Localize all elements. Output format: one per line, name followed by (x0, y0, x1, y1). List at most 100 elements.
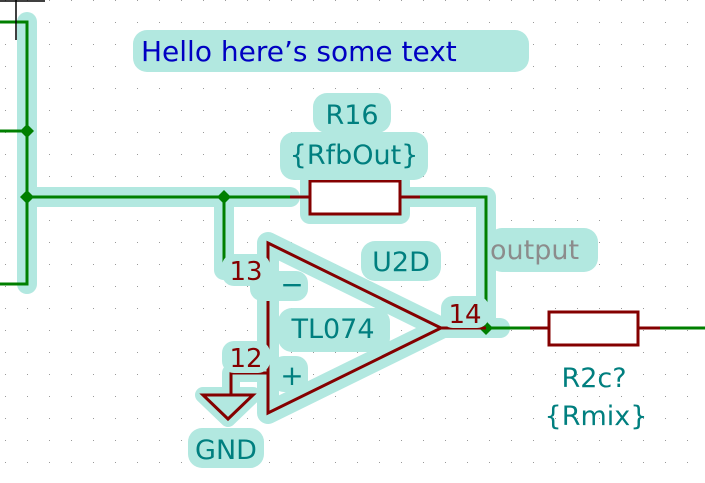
grid-dot (643, 462, 644, 463)
net-label-output[interactable]: output (490, 235, 579, 266)
r16-value[interactable]: {RfbOut} (290, 140, 419, 171)
grid-dot (115, 22, 116, 23)
grid-dot (621, 308, 622, 309)
grid-dot (401, 418, 402, 419)
grid-dot (687, 0, 688, 1)
grid-dot (203, 286, 204, 287)
grid-dot (137, 220, 138, 221)
r16-reference[interactable]: R16 (325, 100, 378, 131)
grid-dot (489, 374, 490, 375)
grid-dot (225, 0, 226, 1)
grid-dot (665, 220, 666, 221)
grid-dot (181, 286, 182, 287)
grid-dot (423, 286, 424, 287)
grid-dot (27, 374, 28, 375)
wire-left-bus[interactable] (0, 20, 29, 286)
grid-dot (269, 0, 270, 1)
grid-dot (225, 286, 226, 287)
grid-dot (401, 396, 402, 397)
grid-dot (555, 352, 556, 353)
grid-dot (247, 308, 248, 309)
grid-dot (379, 88, 380, 89)
grid-dot (577, 352, 578, 353)
grid-dot (247, 176, 248, 177)
grid-dot (489, 0, 490, 1)
grid-dot (511, 176, 512, 177)
resistor-r2c[interactable] (530, 310, 660, 347)
grid-dot (687, 264, 688, 265)
gnd-symbol[interactable] (199, 393, 257, 422)
grid-dot (269, 154, 270, 155)
gnd-label[interactable]: GND (195, 435, 257, 466)
grid-dot (115, 176, 116, 177)
grid-dot (93, 352, 94, 353)
grid-dot (225, 22, 226, 23)
grid-dot (577, 374, 578, 375)
grid-dot (621, 66, 622, 67)
grid-dot (423, 418, 424, 419)
opamp-minus-sign: − (280, 268, 303, 301)
grid-dot (511, 22, 512, 23)
r2c-value[interactable]: {Rmix} (545, 401, 648, 432)
grid-dot (335, 440, 336, 441)
grid-dot (181, 176, 182, 177)
grid-dot (577, 308, 578, 309)
resistor-r16[interactable] (290, 179, 420, 216)
grid-dot (621, 462, 622, 463)
grid-dot (665, 44, 666, 45)
grid-dot (599, 66, 600, 67)
grid-dot (115, 66, 116, 67)
grid-dot (401, 88, 402, 89)
grid-dot (247, 418, 248, 419)
grid-dot (423, 374, 424, 375)
grid-dot (93, 242, 94, 243)
grid-dot (313, 418, 314, 419)
r2c-reference[interactable]: R2c? (561, 363, 626, 394)
grid-dot (577, 418, 578, 419)
grid-dot (511, 396, 512, 397)
grid-dot (379, 462, 380, 463)
grid-dot (621, 286, 622, 287)
wire-feedback-right[interactable] (420, 195, 488, 328)
grid-dot (687, 110, 688, 111)
grid-dot (357, 440, 358, 441)
grid-dot (49, 154, 50, 155)
grid-dot (71, 308, 72, 309)
grid-dot (665, 66, 666, 67)
grid-dot (467, 154, 468, 155)
grid-dot (203, 418, 204, 419)
grid-dot (71, 44, 72, 45)
grid-dot (49, 264, 50, 265)
grid-dot (159, 352, 160, 353)
grid-dot (599, 0, 600, 1)
grid-dot (181, 242, 182, 243)
grid-dot (445, 88, 446, 89)
grid-dot (225, 330, 226, 331)
grid-dot (489, 132, 490, 133)
grid-dot (159, 418, 160, 419)
grid-dot (599, 396, 600, 397)
grid-dot (93, 88, 94, 89)
opamp-reference[interactable]: U2D (372, 247, 430, 278)
grid-dot (423, 220, 424, 221)
grid-dot (115, 132, 116, 133)
grid-dot (159, 308, 160, 309)
grid-dot (181, 0, 182, 1)
grid-dot (49, 374, 50, 375)
annotation-text[interactable]: Hello here’s some text (141, 35, 457, 68)
grid-dot (93, 374, 94, 375)
grid-dot (335, 396, 336, 397)
grid-dot (511, 418, 512, 419)
grid-dot (665, 374, 666, 375)
grid-dot (49, 286, 50, 287)
grid-dot (115, 110, 116, 111)
opamp-value[interactable]: TL074 (290, 314, 374, 345)
grid-dot (181, 22, 182, 23)
grid-dot (181, 418, 182, 419)
grid-dot (71, 88, 72, 89)
grid-dot (159, 286, 160, 287)
grid-dot (489, 22, 490, 23)
grid-dot (379, 22, 380, 23)
grid-dot (533, 198, 534, 199)
